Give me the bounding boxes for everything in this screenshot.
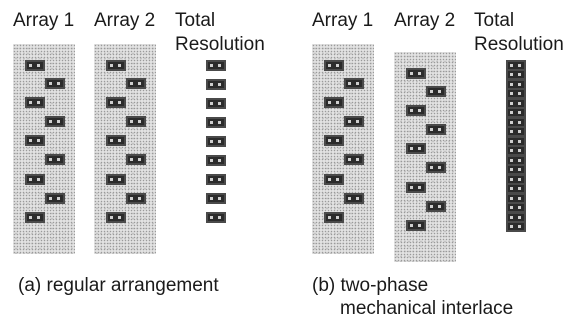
sensor-pixel (506, 126, 526, 137)
panel-b-array1-label: Array 1 (312, 10, 374, 31)
sensor-pixel (406, 220, 426, 231)
sensor-pixel (126, 78, 146, 89)
sensor-pixel (506, 136, 526, 147)
sensor-pixel (506, 193, 526, 204)
sensor-pixel (426, 201, 446, 212)
sensor-pixel (406, 143, 426, 154)
panel-a-array1-strip (13, 44, 75, 254)
panel-a-array2-label: Array 2 (94, 10, 156, 31)
sensor-pixel (106, 97, 126, 108)
sensor-pixel (324, 97, 344, 108)
panel-a-caption: (a) regular arrangement (18, 275, 219, 296)
sensor-pixel (344, 78, 364, 89)
sensor-pixel (206, 117, 226, 128)
panel-a-total-resolution (205, 60, 227, 230)
panel-a-array2-strip (94, 44, 156, 254)
sensor-pixel (106, 212, 126, 223)
panel-b-resolution-label: Resolution (474, 34, 564, 55)
sensor-pixel (106, 60, 126, 71)
panel-b-array2-strip (394, 52, 456, 262)
sensor-pixel (25, 212, 45, 223)
sensor-pixel (206, 193, 226, 204)
sensor-pixel (45, 116, 65, 127)
sensor-pixel (126, 154, 146, 165)
sensor-pixel (506, 174, 526, 185)
sensor-pixel (324, 174, 344, 185)
sensor-pixel (45, 154, 65, 165)
sensor-pixel (206, 212, 226, 223)
sensor-pixel (344, 154, 364, 165)
sensor-pixel (506, 107, 526, 118)
sensor-pixel (126, 193, 146, 204)
sensor-pixel (324, 135, 344, 146)
sensor-pixel (25, 97, 45, 108)
sensor-pixel (506, 145, 526, 156)
sensor-pixel (106, 174, 126, 185)
sensor-pixel (25, 174, 45, 185)
panel-b-total-label: Total (474, 10, 515, 31)
sensor-pixel (45, 193, 65, 204)
sensor-pixel (324, 60, 344, 71)
sensor-pixel (426, 124, 446, 135)
sensor-pixel (106, 135, 126, 146)
sensor-pixel (206, 136, 226, 147)
sensor-pixel (506, 164, 526, 175)
sensor-pixel (506, 183, 526, 194)
sensor-pixel (506, 212, 526, 223)
sensor-pixel (45, 78, 65, 89)
sensor-pixel (506, 79, 526, 90)
panel-a-total-label: Total (175, 10, 216, 31)
sensor-pixel (426, 162, 446, 173)
sensor-pixel (206, 79, 226, 90)
sensor-pixel (324, 212, 344, 223)
sensor-pixel (506, 155, 526, 166)
sensor-pixel (506, 202, 526, 213)
sensor-pixel (344, 116, 364, 127)
sensor-pixel (426, 86, 446, 97)
panel-b-total-resolution (505, 60, 527, 235)
sensor-pixel (206, 60, 226, 71)
panel-b-caption-line2: mechanical interlace (340, 298, 514, 319)
sensor-pixel (506, 60, 526, 71)
sensor-pixel (406, 182, 426, 193)
sensor-pixel (206, 98, 226, 109)
sensor-pixel (506, 69, 526, 80)
sensor-pixel (506, 221, 526, 232)
panel-a-array1-label: Array 1 (13, 10, 75, 31)
sensor-pixel (506, 117, 526, 128)
sensor-pixel (506, 88, 526, 99)
sensor-pixel (206, 155, 226, 166)
sensor-pixel (126, 116, 146, 127)
panel-b-array2-label: Array 2 (394, 10, 456, 31)
sensor-pixel (25, 135, 45, 146)
sensor-pixel (25, 60, 45, 71)
panel-b-caption-line1: (b) two-phase (312, 275, 429, 296)
panel-b-array1-strip (312, 44, 374, 254)
sensor-pixel (506, 98, 526, 109)
sensor-pixel (406, 105, 426, 116)
sensor-pixel (206, 174, 226, 185)
panel-a-resolution-label: Resolution (175, 34, 265, 55)
sensor-pixel (344, 193, 364, 204)
sensor-pixel (406, 68, 426, 79)
